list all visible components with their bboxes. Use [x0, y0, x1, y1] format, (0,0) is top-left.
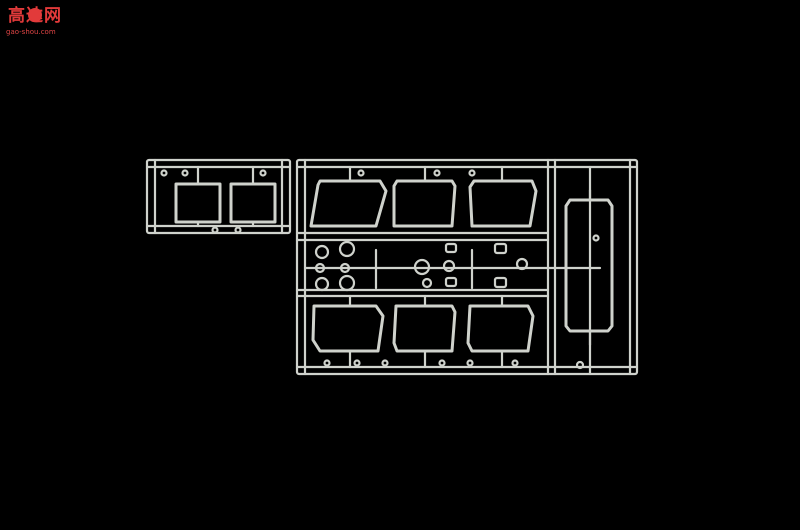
lens-part	[413, 258, 431, 276]
lens-part	[442, 259, 456, 273]
watermark-logo: 高达网 gao-shou.com	[6, 6, 76, 38]
window-part	[392, 304, 457, 353]
window-part	[309, 179, 388, 228]
light-part	[493, 276, 508, 289]
window-part	[466, 304, 535, 353]
lens-part	[421, 277, 433, 289]
lens-part	[339, 262, 351, 274]
watermark-brand: 高达网	[8, 6, 62, 26]
window-part	[564, 198, 614, 333]
sprue-frame-small	[145, 158, 292, 235]
window-part	[311, 304, 385, 353]
lens-part	[338, 274, 356, 292]
lens-part	[314, 276, 330, 292]
light-part	[493, 242, 508, 255]
window-part	[468, 179, 538, 228]
lens-part	[314, 262, 326, 274]
watermark-url: gao-shou.com	[6, 28, 56, 36]
window-part	[229, 182, 277, 224]
light-part	[444, 242, 458, 254]
sprue-frame-main	[295, 158, 639, 376]
window-part	[174, 182, 222, 224]
lens-part	[515, 257, 529, 271]
lens-part	[338, 240, 356, 258]
window-part	[392, 179, 457, 228]
light-part	[444, 276, 458, 288]
lens-part	[314, 244, 330, 260]
watermark-badge-icon	[28, 8, 42, 22]
